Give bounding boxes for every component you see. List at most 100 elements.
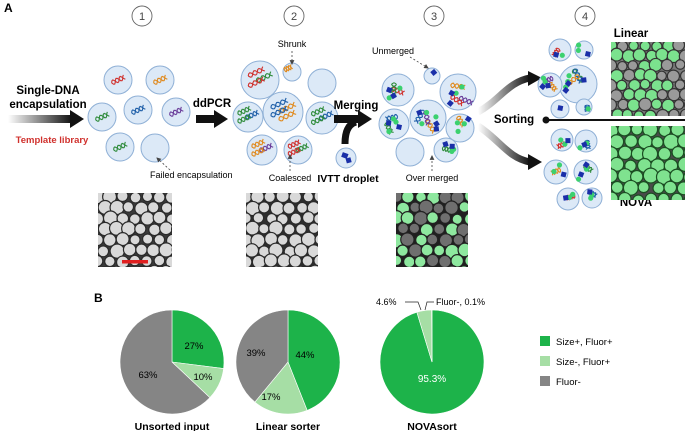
micrograph-droplet — [153, 254, 166, 267]
micrograph-droplet — [660, 58, 674, 72]
droplet — [378, 108, 410, 140]
dna-strand — [169, 106, 184, 117]
droplet — [87, 102, 117, 132]
micrograph-droplet — [617, 60, 628, 72]
micrograph-droplet — [152, 210, 167, 225]
micrograph-droplet — [633, 110, 645, 116]
micrograph-droplet — [622, 88, 636, 101]
pie-slice-size-fluor- — [254, 361, 308, 415]
droplet — [433, 137, 459, 163]
protein-molecule — [385, 120, 392, 126]
micrograph-droplet — [171, 204, 172, 211]
micrograph-droplet — [674, 79, 685, 91]
protein-molecule — [448, 89, 456, 97]
micrograph-droplet — [638, 97, 653, 112]
fluor-molecule — [577, 145, 583, 151]
pie-linear-sorter — [235, 309, 341, 415]
protein-molecule — [582, 161, 590, 169]
fluor-molecule — [558, 137, 564, 143]
micrograph-droplet — [632, 48, 647, 62]
dna-strand — [237, 113, 252, 124]
legend-swatch-0 — [540, 336, 550, 346]
micrograph-droplet — [396, 244, 409, 257]
micrograph-droplet — [425, 253, 440, 267]
micrograph-encapsulation — [98, 193, 185, 278]
droplet — [307, 68, 337, 98]
droplet — [550, 128, 574, 152]
dna-strand — [245, 109, 260, 120]
micrograph-droplet — [611, 108, 624, 116]
micrograph-droplet — [432, 202, 445, 215]
fluor-molecule — [566, 73, 572, 79]
micrograph-droplet — [639, 42, 651, 52]
fluor-molecule — [461, 121, 467, 127]
micrograph-droplet — [283, 223, 296, 236]
micrograph-droplet — [639, 78, 651, 90]
step1-droplet-cluster — [87, 65, 191, 163]
micrograph-droplet — [296, 265, 305, 267]
micrograph-droplet — [302, 193, 315, 203]
micrograph-droplet — [246, 212, 252, 225]
fluor-molecule — [585, 106, 591, 112]
micrograph-droplet — [301, 254, 314, 267]
fluor-molecule — [423, 109, 430, 116]
micrograph-droplet — [408, 222, 421, 235]
protein-molecule — [562, 86, 570, 94]
micrograph-droplet — [657, 146, 672, 161]
dna-strand — [247, 76, 265, 88]
micrograph-droplet — [621, 108, 633, 116]
micrograph-droplet — [288, 193, 302, 204]
micrograph-droplet — [313, 213, 318, 225]
micrograph-droplet — [271, 265, 281, 267]
micrograph-droplet — [172, 265, 185, 278]
micrograph-droplet — [668, 108, 680, 116]
micrograph-droplet — [463, 213, 468, 226]
micrograph-droplet — [458, 201, 468, 213]
panel-b-letter: B — [94, 291, 103, 305]
protein-molecule — [385, 86, 393, 94]
micrograph-droplet — [663, 180, 678, 195]
shrunk-label: Shrunk — [278, 39, 307, 49]
pie-2-leader-2 — [424, 301, 434, 311]
micrograph-droplet — [628, 42, 639, 51]
micrograph-droplet — [146, 243, 161, 258]
protein-molecule — [539, 83, 547, 91]
micrograph-droplet — [657, 192, 670, 200]
pie-1-label-0: 44% — [295, 350, 315, 361]
micrograph-droplet — [116, 193, 129, 203]
dna-strand — [255, 71, 273, 83]
micrograph-droplet — [671, 145, 685, 159]
ddpcr-label: ddPCR — [193, 98, 232, 110]
unmerged-label: Unmerged — [372, 46, 414, 56]
micrograph-droplet — [632, 194, 645, 200]
protein-molecule — [442, 140, 449, 148]
micrograph-droplet — [437, 266, 442, 267]
micrograph-droplet — [285, 265, 293, 267]
micrograph-droplet — [171, 247, 172, 252]
micrograph-droplet — [611, 134, 625, 150]
micrograph-droplet — [252, 212, 265, 224]
micrograph-droplet — [248, 266, 255, 267]
micrograph-droplet — [137, 265, 146, 267]
micrograph-droplet — [160, 201, 172, 214]
fluor-molecule — [454, 120, 461, 126]
micrograph-droplet — [617, 191, 632, 200]
droplet — [575, 98, 593, 116]
micrograph-droplet — [611, 191, 619, 200]
step-1-label: 1 — [139, 11, 145, 23]
nova-sorted-droplets — [543, 128, 603, 211]
legend: Size+, Fluor+ Size-, Fluor+ Fluor- — [540, 336, 613, 388]
micrograph-droplet — [263, 253, 278, 267]
micrograph-droplet — [98, 254, 104, 267]
merging-label: Merging — [334, 100, 379, 112]
micrograph-droplet — [611, 156, 625, 172]
step-4-marker: 4 — [574, 5, 596, 27]
linear-sorted-droplets — [537, 38, 598, 119]
dna-strand — [111, 74, 126, 85]
micrograph-droplet — [309, 264, 318, 267]
pie-0-label-0: 27% — [184, 341, 204, 352]
micrograph-droplet — [313, 254, 318, 267]
micrograph-droplet — [420, 243, 434, 257]
micrograph-droplet — [422, 265, 432, 267]
fluor-molecule — [559, 52, 565, 58]
